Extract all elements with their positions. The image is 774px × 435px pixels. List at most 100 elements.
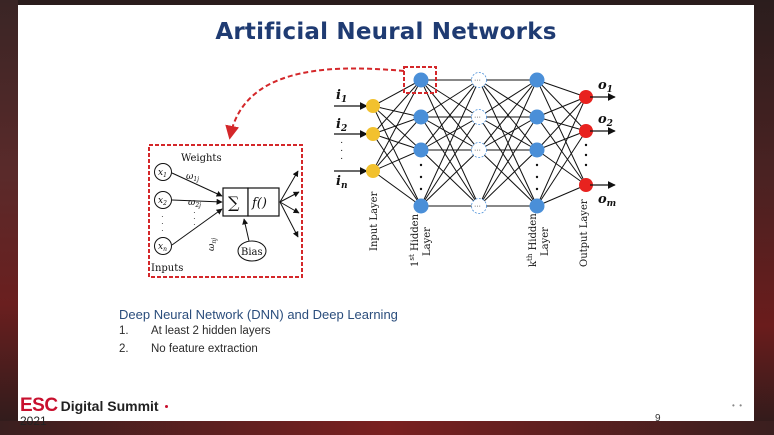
weight-label-n: ωnj xyxy=(207,238,218,251)
svg-text:·: · xyxy=(340,145,343,156)
neuron-out-2 xyxy=(279,191,300,203)
dnn-list: 1. At least 2 hidden layers 2. No featur… xyxy=(119,325,271,361)
network-edge xyxy=(536,96,587,207)
network-edge xyxy=(536,96,587,118)
network-edge xyxy=(478,79,538,207)
network-edge xyxy=(372,79,422,107)
input-label-1: i1 xyxy=(336,88,347,105)
svg-text:·: · xyxy=(161,226,164,235)
hidden-mid-node xyxy=(471,109,487,125)
network-edge xyxy=(372,116,422,172)
hiddenk-node xyxy=(529,142,545,158)
hidden1-node xyxy=(413,72,429,88)
zoom-arrow xyxy=(225,67,405,140)
hidden1-node xyxy=(413,198,429,214)
output-node xyxy=(579,90,593,104)
hiddenk-node xyxy=(529,109,545,125)
network-edge xyxy=(536,184,587,207)
weights-label: Weights xyxy=(181,153,222,164)
network-edge xyxy=(372,105,422,118)
network-edge xyxy=(372,170,422,207)
input-vdots: · xyxy=(340,137,343,148)
weight-line-n xyxy=(171,208,223,246)
label-hidden-k-line1: kth Hidden xyxy=(526,213,539,267)
vertical-dot xyxy=(535,187,539,191)
neuron-detail-box xyxy=(148,144,303,278)
neuron-out-3 xyxy=(279,201,300,214)
output-label-1: o1 xyxy=(598,78,613,95)
svg-text:·: · xyxy=(161,212,164,221)
weight-line-2 xyxy=(171,198,223,205)
network-edge xyxy=(478,116,538,151)
neuron-input-1: x1 xyxy=(154,163,172,181)
svg-text:·: · xyxy=(340,153,343,164)
label-input-layer: Input Layer xyxy=(369,191,380,251)
network-edge xyxy=(420,79,480,151)
network-edge xyxy=(536,79,587,186)
background-bottom xyxy=(0,421,774,435)
hidden-mid-ellipsis: ··· xyxy=(474,203,481,210)
input-node xyxy=(366,127,380,141)
neuron-out-4 xyxy=(279,201,299,238)
output-label-2: o2 xyxy=(598,112,613,129)
dnn-subtitle: Deep Neural Network (DNN) and Deep Learn… xyxy=(119,307,398,322)
network-edge xyxy=(478,79,538,118)
input-node xyxy=(366,99,380,113)
network-edge xyxy=(420,116,480,207)
neural-network-diagram: i1 i2 in · · · ············ o1 o2 om Inp… xyxy=(148,66,616,278)
weight-line-1 xyxy=(171,172,223,197)
label-hidden-1-line1: 1st Hidden xyxy=(408,213,421,267)
hidden1-node xyxy=(413,109,429,125)
svg-text:xn: xn xyxy=(158,242,167,253)
vertical-dot xyxy=(419,187,423,191)
background-right xyxy=(754,0,774,435)
slide-title: Artificial Neural Networks xyxy=(215,19,557,45)
hidden-mid-ellipsis: ··· xyxy=(474,77,481,84)
label-hidden-k-line2: Layer xyxy=(540,227,551,256)
svg-text:·: · xyxy=(161,219,164,228)
weight-label-1: ω1j xyxy=(186,172,199,183)
hidden1-node xyxy=(413,142,429,158)
slide: Artificial Neural Networks i1 i2 in · · … xyxy=(18,5,754,428)
highlight-box xyxy=(403,66,437,94)
output-node xyxy=(579,124,593,138)
vertical-dot xyxy=(584,153,588,157)
network-edge xyxy=(420,116,480,151)
sum-symbol: ∑ xyxy=(228,193,240,212)
svg-text:x1: x1 xyxy=(158,168,167,179)
network-edge xyxy=(536,130,587,207)
svg-text:·: · xyxy=(193,214,196,223)
vertical-dot xyxy=(419,163,423,167)
input-label-n: in xyxy=(336,174,348,191)
network-edge xyxy=(372,133,422,207)
network-edge xyxy=(372,79,422,172)
bias-label: Bias xyxy=(241,247,263,258)
label-hidden-1-line2: Layer xyxy=(422,227,433,256)
neuron-out-1 xyxy=(279,170,299,203)
network-edge xyxy=(478,149,538,207)
activation-box xyxy=(247,187,280,217)
bias-arrow xyxy=(242,218,250,242)
output-node xyxy=(579,178,593,192)
hidden-mid-ellipsis: ··· xyxy=(474,114,481,121)
network-edge xyxy=(372,133,422,151)
network-edge xyxy=(536,96,587,151)
corner-dots: • • xyxy=(732,401,743,410)
hidden-mid-node xyxy=(471,72,487,88)
vertical-dot xyxy=(584,163,588,167)
list-item: 1. At least 2 hidden layers xyxy=(119,325,271,337)
svg-text:·: · xyxy=(193,220,196,229)
svg-text:·: · xyxy=(193,208,196,217)
network-edge xyxy=(536,130,587,151)
neuron-input-2: x2 xyxy=(154,191,172,209)
network-edge xyxy=(372,79,422,135)
weight-label-2: ω2j xyxy=(188,198,201,209)
hidden-mid-node xyxy=(471,142,487,158)
hiddenk-node xyxy=(529,72,545,88)
network-edge xyxy=(478,79,538,151)
vertical-dot xyxy=(584,143,588,147)
network-edge xyxy=(536,79,587,98)
network-connections xyxy=(372,79,587,207)
page-number: 9 xyxy=(655,413,661,424)
